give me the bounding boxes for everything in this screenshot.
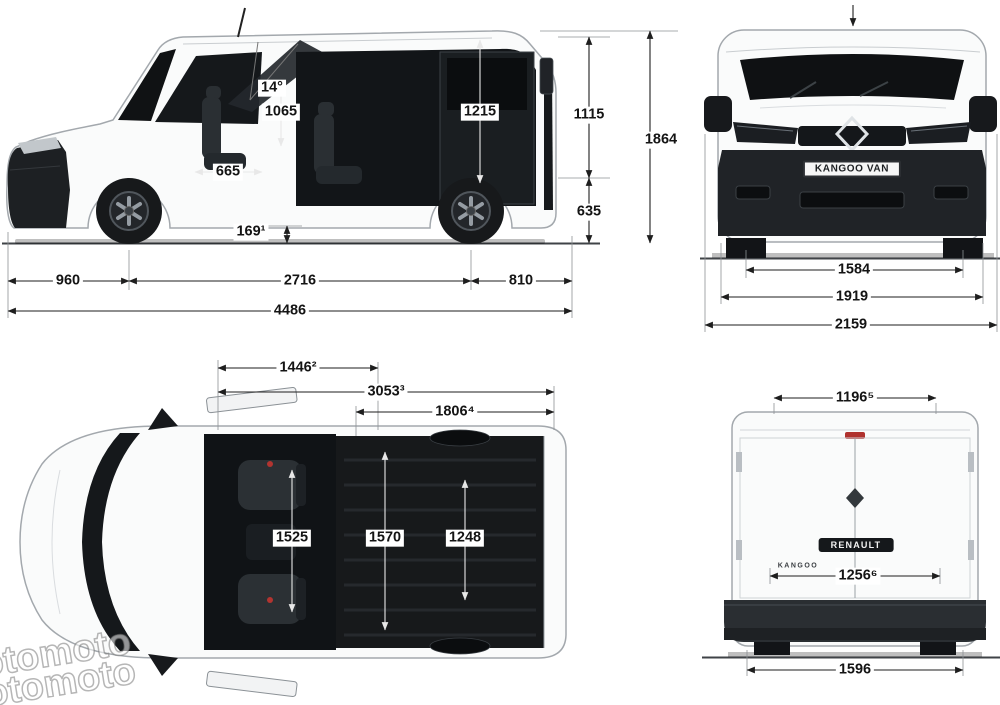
- dim-rear-door-width: 1196⁵: [832, 389, 878, 407]
- dim-top-load-width: 1570: [365, 529, 405, 547]
- side-headlight: [18, 137, 61, 154]
- dim-side-rear-overhang: 810: [505, 272, 537, 290]
- dim-top-arch-width: 1248: [445, 529, 485, 547]
- side-view: [2, 7, 600, 245]
- dim-side-lower-height: 635: [573, 203, 605, 221]
- front-windshield: [740, 54, 964, 100]
- dim-side-front-overhang: 960: [52, 272, 84, 290]
- right-mirror: [969, 96, 997, 132]
- front-wheel: [96, 178, 162, 244]
- rear-renault-badge: RENAULT: [818, 538, 894, 552]
- dim-rear-inner-width: 1256⁶: [835, 567, 881, 585]
- top-door-flap-upper: [206, 386, 298, 414]
- left-mirror: [704, 96, 732, 132]
- dim-side-overall-height: 1864: [641, 131, 681, 149]
- rear-view: [702, 411, 1000, 659]
- top-windshield: [82, 433, 140, 651]
- dim-side-opening-height: 1215: [460, 103, 500, 121]
- top-door-flap-lower: [206, 670, 298, 698]
- dim-top-cabin-width: 1525: [272, 529, 312, 547]
- dim-side-ground-clearance: 169¹: [233, 223, 269, 241]
- top-mirror-left: [148, 408, 178, 430]
- dim-front-track: 1584: [834, 261, 874, 279]
- rear-wheel: [438, 178, 504, 244]
- dim-top-a: 1446²: [276, 359, 320, 377]
- dim-side-door-width: 665: [212, 163, 244, 181]
- rear-renault-logo-icon: [846, 488, 864, 508]
- dim-side-door-height: 1065: [261, 103, 301, 121]
- front-view: [700, 5, 1000, 260]
- side-rear-pillar: [544, 60, 553, 210]
- side-windshield: [118, 49, 176, 121]
- dim-front-overall-width: 2159: [831, 316, 871, 334]
- dim-rear-track: 1596: [835, 661, 875, 679]
- dim-top-b: 3053³: [364, 383, 408, 401]
- dim-front-body-width: 1919: [832, 288, 872, 306]
- dim-side-overall-length: 4486: [270, 302, 310, 320]
- rear-model-badge: KANGOO: [777, 562, 819, 570]
- side-rear-seat: [314, 102, 362, 184]
- top-mirror-right: [148, 654, 178, 676]
- antenna: [237, 7, 246, 38]
- dim-top-c: 1806⁴: [432, 403, 478, 421]
- dim-side-wheelbase: 2716: [280, 272, 320, 290]
- dim-side-door-angle: 14°: [258, 79, 286, 97]
- side-front-fascia: [7, 140, 70, 228]
- dim-side-upper-height: 1115: [570, 106, 608, 124]
- top-seats: [238, 460, 306, 624]
- front-badge-plate: KANGOO VAN: [802, 160, 902, 178]
- rear-brake-light: [845, 432, 865, 439]
